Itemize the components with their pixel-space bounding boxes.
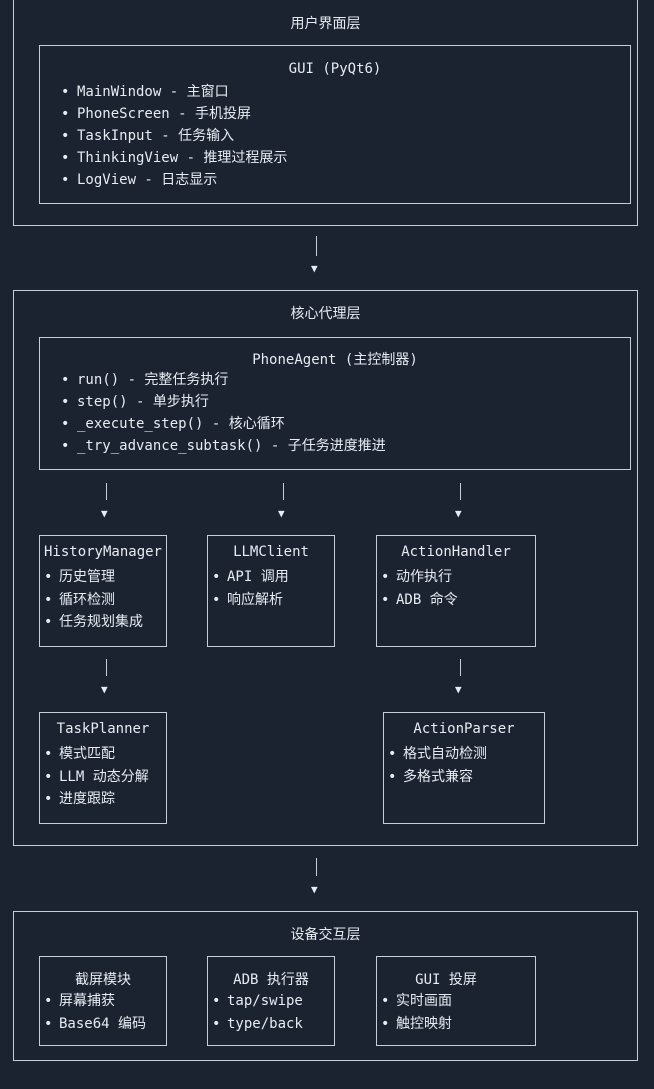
module-title: HistoryManager [43, 544, 162, 560]
list-item: •PhoneScreen - 手机投屏 [61, 106, 252, 122]
screenshot-module-box: 截屏模块 •屏幕捕获 •Base64 编码 [39, 956, 167, 1046]
ui-layer-title: 用户界面层 [290, 16, 361, 32]
connector-line [106, 483, 107, 500]
gui-cast-box: GUI 投屏 •实时画面 •触控映射 [376, 956, 536, 1046]
list-item: •_try_advance_subtask() - 子任务进度推进 [61, 438, 386, 454]
module-title: LLMClient [233, 544, 309, 560]
list-item: •_execute_step() - 核心循环 [61, 416, 285, 432]
connector-line [283, 483, 284, 500]
down-arrow-icon: ▼ [278, 507, 285, 520]
down-arrow-icon: ▼ [101, 507, 108, 520]
history-manager-box: HistoryManager •历史管理 •循环检测 •任务规划集成 [39, 535, 167, 647]
list-item: •LogView - 日志显示 [61, 172, 218, 188]
list-item: •进度跟踪 [44, 791, 115, 807]
list-item: •MainWindow - 主窗口 [61, 84, 229, 100]
module-item-list: •屏幕捕获 •Base64 编码 [44, 990, 146, 1035]
list-item: •历史管理 [44, 569, 115, 585]
connector-line [460, 659, 461, 676]
ui-layer-box: 用户界面层 GUI (PyQt6) •MainWindow - 主窗口 •Pho… [13, 0, 638, 226]
module-title: ActionHandler [401, 544, 511, 560]
module-title: ADB 执行器 [233, 972, 309, 988]
list-item: •实时画面 [381, 993, 452, 1009]
connector-line [316, 858, 317, 876]
module-item-list: •tap/swipe •type/back [212, 990, 303, 1035]
module-item-list: •历史管理 •循环检测 •任务规划集成 [44, 566, 143, 634]
module-item-list: •模式匹配 •LLM 动态分解 •进度跟踪 [44, 743, 149, 811]
device-layer-title: 设备交互层 [290, 927, 361, 943]
list-item: •格式自动检测 [388, 746, 487, 762]
list-item: •TaskInput - 任务输入 [61, 128, 235, 144]
list-item: •run() - 完整任务执行 [61, 372, 229, 388]
module-title: GUI 投屏 [415, 972, 477, 988]
adb-executor-box: ADB 执行器 •tap/swipe •type/back [207, 956, 335, 1046]
task-planner-box: TaskPlanner •模式匹配 •LLM 动态分解 •进度跟踪 [39, 712, 167, 824]
list-item: •ThinkingView - 推理过程展示 [61, 150, 288, 166]
module-item-list: •动作执行 •ADB 命令 [381, 566, 458, 611]
agent-box: PhoneAgent (主控制器) •run() - 完整任务执行 •step(… [39, 337, 631, 470]
list-item: •Base64 编码 [44, 1015, 147, 1032]
gui-box: GUI (PyQt6) •MainWindow - 主窗口 •PhoneScre… [39, 45, 631, 204]
list-item: •type/back [212, 1015, 303, 1032]
list-item: •动作执行 [381, 569, 452, 585]
list-item: •多格式兼容 [388, 768, 473, 785]
down-arrow-icon: ▼ [101, 683, 108, 696]
action-handler-box: ActionHandler •动作执行 •ADB 命令 [376, 535, 536, 647]
down-arrow-icon: ▼ [455, 683, 462, 696]
core-layer-box: 核心代理层 PhoneAgent (主控制器) •run() - 完整任务执行 … [13, 290, 638, 846]
action-parser-box: ActionParser •格式自动检测 •多格式兼容 [383, 712, 545, 824]
module-item-list: •格式自动检测 •多格式兼容 [388, 743, 487, 788]
core-layer-title: 核心代理层 [290, 306, 361, 322]
list-item: •循环检测 [44, 591, 115, 608]
list-item: •响应解析 [212, 591, 283, 608]
list-item: •任务规划集成 [44, 614, 143, 630]
module-title: 截屏模块 [75, 972, 131, 988]
module-item-list: •实时画面 •触控映射 [381, 990, 452, 1035]
module-title: TaskPlanner [56, 721, 150, 737]
connector-line [460, 483, 461, 500]
agent-title: PhoneAgent (主控制器) [252, 352, 418, 368]
module-title: ActionParser [413, 721, 515, 737]
connector-line [106, 659, 107, 676]
agent-item-list: •run() - 完整任务执行 •step() - 单步执行 •_execute… [61, 369, 386, 457]
llm-client-box: LLMClient •API 调用 •响应解析 [207, 535, 335, 647]
list-item: •触控映射 [381, 1015, 452, 1032]
down-arrow-icon: ▼ [455, 507, 462, 520]
down-arrow-icon: ▼ [311, 262, 318, 275]
device-layer-box: 设备交互层 截屏模块 •屏幕捕获 •Base64 编码 ADB 执行器 •tap… [13, 911, 638, 1061]
connector-line [316, 236, 317, 256]
module-item-list: •API 调用 •响应解析 [212, 566, 289, 611]
down-arrow-icon: ▼ [311, 883, 318, 896]
list-item: •tap/swipe [212, 993, 303, 1009]
gui-item-list: •MainWindow - 主窗口 •PhoneScreen - 手机投屏 •T… [61, 81, 287, 191]
list-item: •模式匹配 [44, 746, 115, 762]
list-item: •API 调用 [212, 569, 289, 585]
gui-title: GUI (PyQt6) [288, 61, 382, 77]
list-item: •屏幕捕获 [44, 993, 115, 1009]
list-item: •step() - 单步执行 [61, 394, 209, 410]
list-item: •LLM 动态分解 [44, 768, 149, 785]
list-item: •ADB 命令 [381, 591, 458, 608]
